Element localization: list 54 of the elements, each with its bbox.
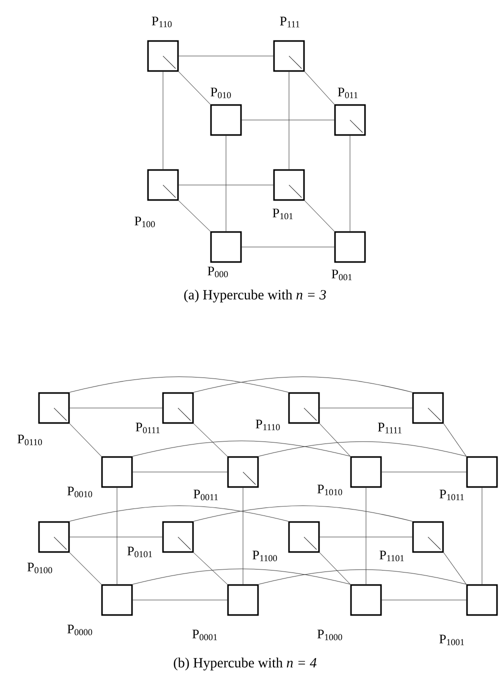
connector-line: [320, 424, 350, 456]
connector-line: [178, 200, 210, 232]
connector-line: [194, 376, 412, 392]
node-label: P$_{1011}$: [440, 490, 464, 500]
node-label: P$_{0100}$: [27, 562, 52, 574]
connector-line: [70, 506, 288, 522]
node-label: P$_{0001}$: [192, 630, 217, 640]
connector-line: [178, 184, 274, 186]
connector-line: [304, 200, 334, 232]
connector-line: [444, 552, 466, 584]
connector-line: [258, 569, 466, 584]
node-label: P$_{0010}$: [67, 486, 92, 498]
node-label: P$_{0110}$: [18, 434, 42, 446]
connector-line: [194, 506, 412, 522]
connector-line: [70, 424, 102, 456]
connector-line: [178, 72, 210, 104]
connector-line: [242, 488, 244, 584]
node-label: P$_{0000}$: [67, 624, 92, 636]
connector-line: [320, 536, 412, 538]
node-label: P$_{110}$: [152, 16, 172, 28]
node-label: P$_{000}$: [208, 266, 228, 278]
node-label: P$_{111}$: [280, 16, 300, 28]
node-label: P$_{0111}$: [136, 422, 160, 434]
connector-line: [132, 440, 350, 456]
connector-line: [194, 424, 228, 456]
node-label: P$_{0101}$: [127, 546, 152, 558]
node-label: P$_{1101}$: [380, 550, 404, 562]
connector-line: [444, 424, 466, 456]
node-label: P$_{1001}$: [439, 634, 464, 646]
connector-line: [304, 72, 334, 104]
node-label: P$_{1110}$: [256, 420, 280, 430]
connector-line: [194, 552, 228, 584]
connector-line: [116, 488, 118, 584]
node-label: P$_{0011}$: [194, 490, 218, 500]
connector-line: [70, 552, 102, 584]
connector-line: [320, 552, 350, 584]
node-label: P$_{001}$: [332, 270, 352, 280]
node-label: P$_{010}$: [210, 88, 231, 98]
connector-line: [162, 72, 164, 170]
connector-line: [70, 376, 288, 392]
connector-line: [132, 568, 350, 584]
node-label: P$_{100}$: [134, 216, 155, 228]
node-label: P$_{101}$: [272, 208, 293, 220]
node-label: P$_{1111}$: [378, 422, 402, 434]
caption: (b) Hypercube with n = 4: [174, 658, 316, 670]
connector-line: [70, 536, 162, 538]
connector-line: [242, 246, 334, 248]
node-label: P$_{1100}$: [252, 550, 277, 562]
node-label: P$_{011}$: [338, 88, 358, 98]
connector-line: [258, 441, 466, 456]
connector-line: [288, 72, 290, 170]
caption: (a) Hypercube with n = 3: [184, 290, 326, 302]
node-label: P$_{1000}$: [317, 630, 342, 640]
node-label: P$_{1010}$: [317, 484, 342, 496]
